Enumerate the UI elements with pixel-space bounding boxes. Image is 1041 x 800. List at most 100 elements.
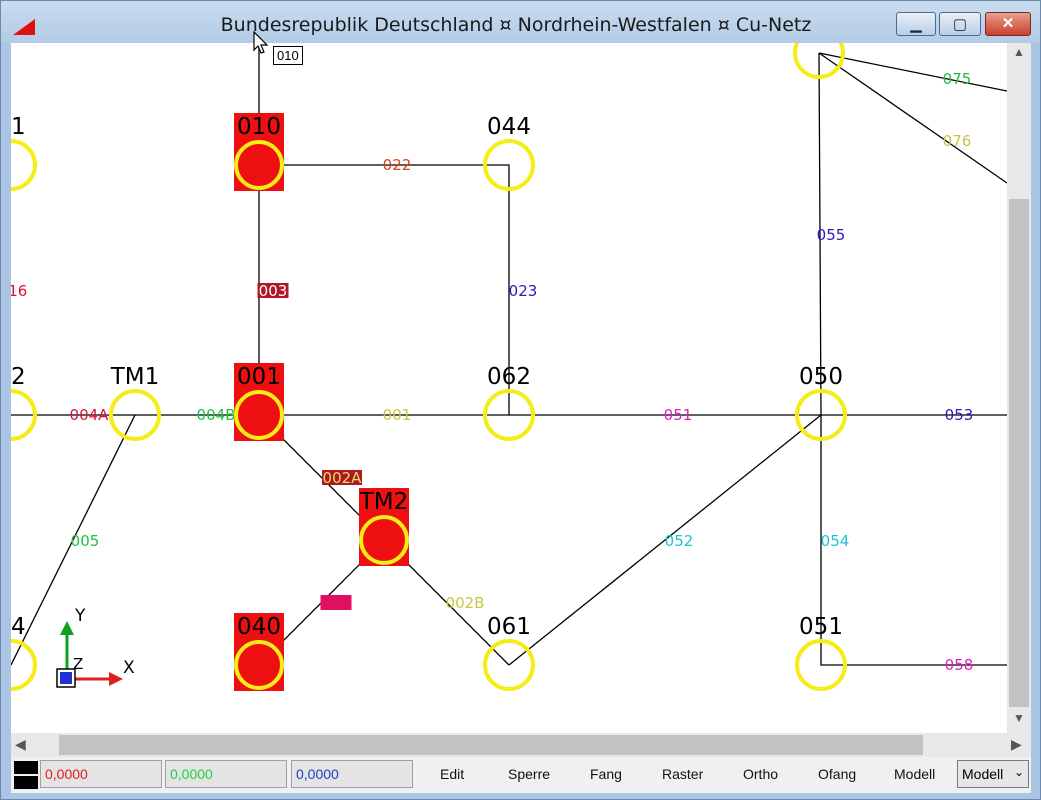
node-label: 001 (237, 364, 281, 390)
coord-y-field[interactable]: 0,0000 (165, 760, 287, 788)
node-050[interactable]: 050 (795, 364, 847, 441)
minimize-button[interactable]: ▁ (896, 12, 936, 36)
sperre-toggle[interactable]: Sperre (508, 766, 551, 782)
edge-label-002B[interactable]: 002B (446, 594, 485, 612)
layer-color-swatch[interactable] (14, 761, 38, 789)
wire-010-044-062[interactable] (259, 164, 510, 415)
scroll-left-icon[interactable]: ◀ (15, 736, 26, 752)
edge-label-016[interactable]: 016 (11, 282, 27, 300)
node-051[interactable]: 051 (795, 614, 847, 691)
edge-label-052[interactable]: 052 (665, 532, 694, 550)
node-22[interactable]: 22 (11, 364, 37, 441)
scroll-up-icon[interactable]: ▲ (1013, 45, 1025, 59)
scroll-down-icon[interactable]: ▼ (1013, 711, 1025, 725)
edge-label-text: 023 (509, 282, 538, 300)
ucs-axis-icon: Y X Z (56, 606, 135, 688)
raster-toggle[interactable]: Raster (662, 766, 704, 782)
mouse-cursor-icon (253, 30, 271, 60)
node-unlabeled[interactable] (793, 43, 845, 79)
edge-label-051[interactable]: 051 (664, 406, 693, 424)
edge-label-075[interactable]: 075 (943, 70, 972, 88)
close-icon: ✕ (1001, 15, 1015, 32)
edge-label-text: 005 (71, 532, 100, 550)
node-ring (234, 140, 284, 190)
node-ring (11, 639, 37, 691)
modell-toggle[interactable]: Modell (894, 766, 936, 782)
space-select[interactable]: Modell ⌄ (957, 760, 1029, 788)
wires (11, 43, 1007, 666)
node-044[interactable]: 044 (483, 114, 535, 191)
maximize-button[interactable]: ▢ (939, 12, 981, 36)
coord-z-field[interactable]: 0,0000 (291, 760, 413, 788)
app-logo-icon[interactable] (13, 19, 35, 35)
node-TM2[interactable]: TM2 (359, 488, 409, 566)
edge-label-002A[interactable]: 002A (322, 469, 362, 487)
node-label: 22 (11, 364, 26, 390)
node-ring (793, 43, 845, 79)
x-axis-arrow (109, 672, 123, 686)
scroll-right-icon[interactable]: ▶ (1011, 736, 1022, 752)
edge-label-058[interactable]: 058 (945, 656, 974, 674)
close-button[interactable]: ✕ (985, 12, 1031, 36)
edge-label-053[interactable]: 053 (945, 406, 974, 424)
node-label: 010 (237, 114, 281, 140)
edge-label-text: 052 (665, 532, 694, 550)
node-061[interactable]: 061 (483, 614, 535, 691)
edge-label-text: 003 (259, 282, 288, 300)
edge-label-022[interactable]: 022 (383, 156, 412, 174)
wire-050-051[interactable] (820, 415, 1007, 666)
wire-075[interactable] (818, 52, 1007, 92)
edge-label-004A[interactable]: 004A (70, 406, 110, 424)
node-label: 21 (11, 114, 26, 140)
vertical-scrollbar[interactable]: ▲ ▼ (1007, 43, 1031, 733)
coord-x-value: 0,0000 (45, 766, 88, 782)
ofang-toggle[interactable]: Ofang (818, 766, 857, 782)
node-ring (11, 139, 37, 191)
node-label: 050 (799, 364, 843, 390)
node-label: 040 (237, 614, 281, 640)
vertical-scroll-thumb[interactable] (1009, 199, 1029, 707)
fang-toggle[interactable]: Fang (590, 766, 622, 782)
wire-061-050[interactable] (508, 414, 822, 666)
coord-x-field[interactable]: 0,0000 (40, 760, 162, 788)
y-axis-label: Y (74, 606, 86, 626)
node-TM1[interactable]: TM1 (109, 364, 161, 441)
edge-label-text: 022 (383, 156, 412, 174)
node-040[interactable]: 040 (234, 613, 284, 691)
edge-label-023[interactable]: 023 (509, 282, 538, 300)
edge-label-text: 002B (446, 594, 485, 612)
edge-label-055[interactable]: 055 (817, 226, 846, 244)
edge-label-text: 002A (323, 469, 363, 487)
edge-label-054[interactable]: 054 (821, 532, 850, 550)
node-label: 051 (799, 614, 843, 640)
edit-toggle[interactable]: Edit (440, 766, 465, 782)
node-062[interactable]: 062 (483, 364, 535, 441)
node-ring (234, 390, 284, 440)
ortho-toggle[interactable]: Ortho (743, 766, 779, 782)
wire-076[interactable] (818, 52, 1007, 184)
edge-label-076[interactable]: 076 (943, 132, 972, 150)
horizontal-scrollbar[interactable]: ◀ ▶ (11, 733, 1031, 757)
node-label: 044 (487, 114, 531, 140)
node-34[interactable]: 34 (11, 614, 37, 691)
minimize-icon: ▁ (910, 16, 922, 33)
edge-label-005[interactable]: 005 (71, 532, 100, 550)
node-001[interactable]: 001 (234, 363, 284, 441)
node-ring (795, 389, 847, 441)
edge-label-text: 075 (943, 70, 972, 88)
edge-label-004B[interactable]: 004B (197, 406, 236, 424)
edge-label-001[interactable]: 001 (383, 406, 412, 424)
node-010[interactable]: 010 (234, 113, 284, 191)
node-ring (483, 139, 535, 191)
wire-050-top[interactable] (818, 52, 822, 416)
node-21[interactable]: 21 (11, 114, 37, 191)
x-axis-label: X (123, 658, 135, 678)
horizontal-scroll-thumb[interactable] (59, 735, 923, 755)
wire-tm1-34[interactable] (11, 414, 136, 666)
edge-label-003[interactable]: 003 (257, 282, 289, 300)
title-bar[interactable]: Bundesrepublik Deutschland ¤ Nordrhein-W… (1, 1, 1040, 43)
node-ring (234, 640, 284, 690)
edge-label-003[interactable]: 003 (320, 594, 352, 612)
